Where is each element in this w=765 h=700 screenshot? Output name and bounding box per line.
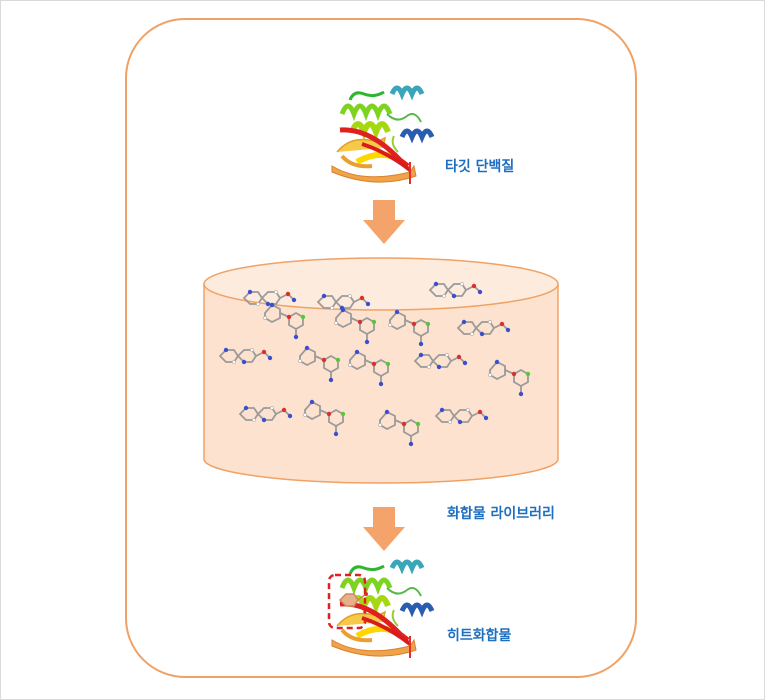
compound-library-label: 화합물 라이브러리 xyxy=(447,506,555,522)
down-arrow-1 xyxy=(363,200,405,244)
hit-compound-protein-icon xyxy=(332,562,432,658)
hit-compound-label: 히트화합물 xyxy=(447,628,512,644)
workflow-panel xyxy=(125,18,637,678)
target-protein-icon xyxy=(332,88,432,184)
hit-highlight-box xyxy=(327,573,367,630)
down-arrow-2 xyxy=(363,507,405,551)
target-protein-label: 타깃 단백질 xyxy=(445,159,515,175)
